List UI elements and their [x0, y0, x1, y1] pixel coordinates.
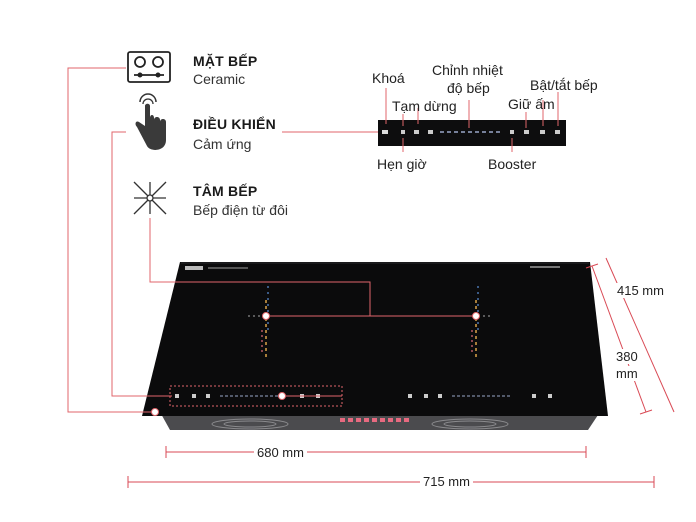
left-zone-marker	[262, 312, 270, 320]
dimension-lines	[127, 257, 675, 488]
gas-stove-icon	[127, 51, 171, 83]
feature-control-subtitle: Cảm ứng	[193, 136, 252, 152]
dimension-depth-inner-1: 380	[613, 349, 641, 364]
callout-keep-warm: Giữ ấm	[508, 96, 555, 112]
feature-control-title: ĐIỀU KHIỂN	[193, 116, 276, 132]
surface-marker	[151, 408, 159, 416]
feature-surface-title: MẶT BẾP	[193, 53, 258, 69]
callout-timer: Hẹn giờ	[377, 156, 427, 172]
control-panel-zoom-icons	[382, 130, 560, 134]
fan-vent-right	[431, 418, 509, 430]
callout-power: Bật/tắt bếp	[530, 77, 598, 93]
feature-zones-title: TÂM BẾP	[193, 183, 258, 199]
feature-zones-subtitle: Bếp điện từ đôi	[193, 202, 288, 218]
touch-hand-icon	[135, 93, 166, 150]
right-zone-marker	[472, 312, 480, 320]
callout-lock: Khoá	[372, 70, 405, 86]
dimension-depth-inner-2: mm	[613, 366, 641, 381]
fan-vent-left	[211, 418, 289, 430]
induction-burst-icon	[133, 181, 167, 215]
control-marker	[278, 392, 286, 400]
dimension-depth-outer: 415 mm	[614, 283, 667, 298]
brand-logo	[185, 266, 203, 270]
callout-temperature-1: Chỉnh nhiệt	[432, 62, 503, 78]
dimension-width-inner: 680 mm	[254, 445, 307, 460]
callout-pause: Tạm dừng	[392, 98, 457, 114]
dimension-width-outer: 715 mm	[420, 474, 473, 489]
feature-surface-subtitle: Ceramic	[193, 71, 246, 87]
callout-temperature-2: độ bếp	[447, 80, 490, 96]
cooktop-glass	[142, 262, 608, 416]
cooktop-controls-right	[408, 394, 552, 398]
control-panel-zoom	[378, 120, 566, 146]
callout-lines	[67, 67, 476, 413]
callout-booster: Booster	[488, 156, 537, 172]
control-callout-ticks	[385, 88, 559, 152]
